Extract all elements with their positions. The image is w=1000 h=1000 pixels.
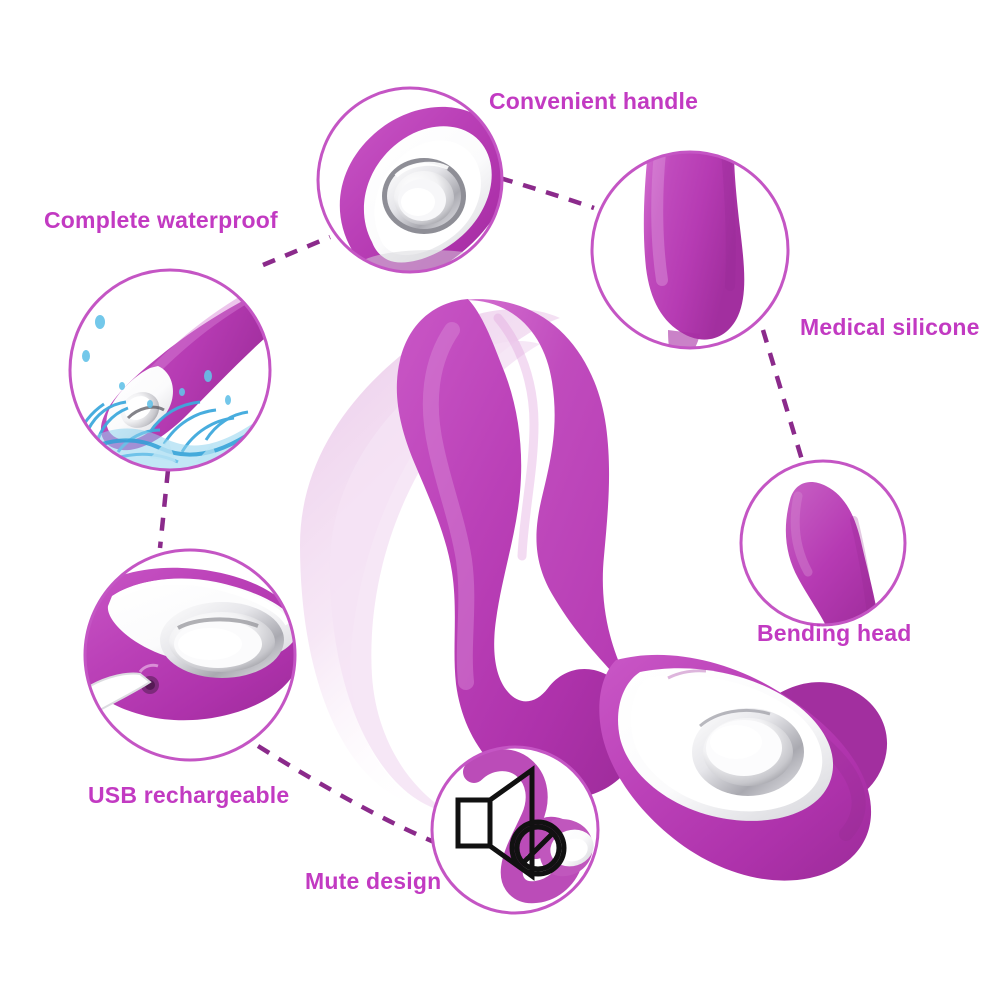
connector-waterproof-usb bbox=[157, 469, 171, 549]
product-shadow bbox=[300, 309, 560, 812]
callout-label-medical-silicone: Medical silicone bbox=[800, 314, 980, 340]
water-droplets bbox=[82, 315, 231, 408]
connector-handle-silicone bbox=[499, 175, 595, 211]
inset-convenient-handle bbox=[316, 86, 504, 274]
inset-complete-waterproof bbox=[68, 268, 272, 472]
callout-circle-bending-head bbox=[739, 459, 907, 627]
callout-label-usb-rechargeable: USB rechargeable bbox=[88, 782, 290, 808]
connector-waterproof-handle bbox=[262, 234, 331, 268]
callout-label-convenient-handle: Convenient handle bbox=[489, 88, 699, 114]
callout-circle-medical-silicone bbox=[590, 150, 790, 350]
product-main bbox=[396, 299, 888, 881]
connector-usb-mute bbox=[256, 744, 435, 845]
inset-bending-head bbox=[739, 459, 907, 627]
inset-medical-silicone bbox=[590, 150, 790, 350]
inset-mute-design bbox=[430, 745, 600, 915]
usb-cable-icon bbox=[85, 672, 152, 730]
callout-label-complete-waterproof: Complete waterproof bbox=[44, 207, 278, 233]
inset-usb-rechargeable bbox=[83, 548, 297, 762]
connector-lines bbox=[157, 175, 808, 845]
callout-circle-complete-waterproof bbox=[68, 268, 272, 472]
callout-label-mute-design: Mute design bbox=[305, 868, 442, 894]
callout-label-bending-head: Bending head bbox=[757, 620, 912, 646]
callout-circle-convenient-handle bbox=[316, 86, 504, 274]
connector-silicone-bending bbox=[760, 329, 808, 471]
callout-circle-usb-rechargeable bbox=[83, 548, 297, 762]
callout-circle-mute-design bbox=[430, 745, 600, 915]
speaker-muted-icon bbox=[455, 765, 567, 881]
